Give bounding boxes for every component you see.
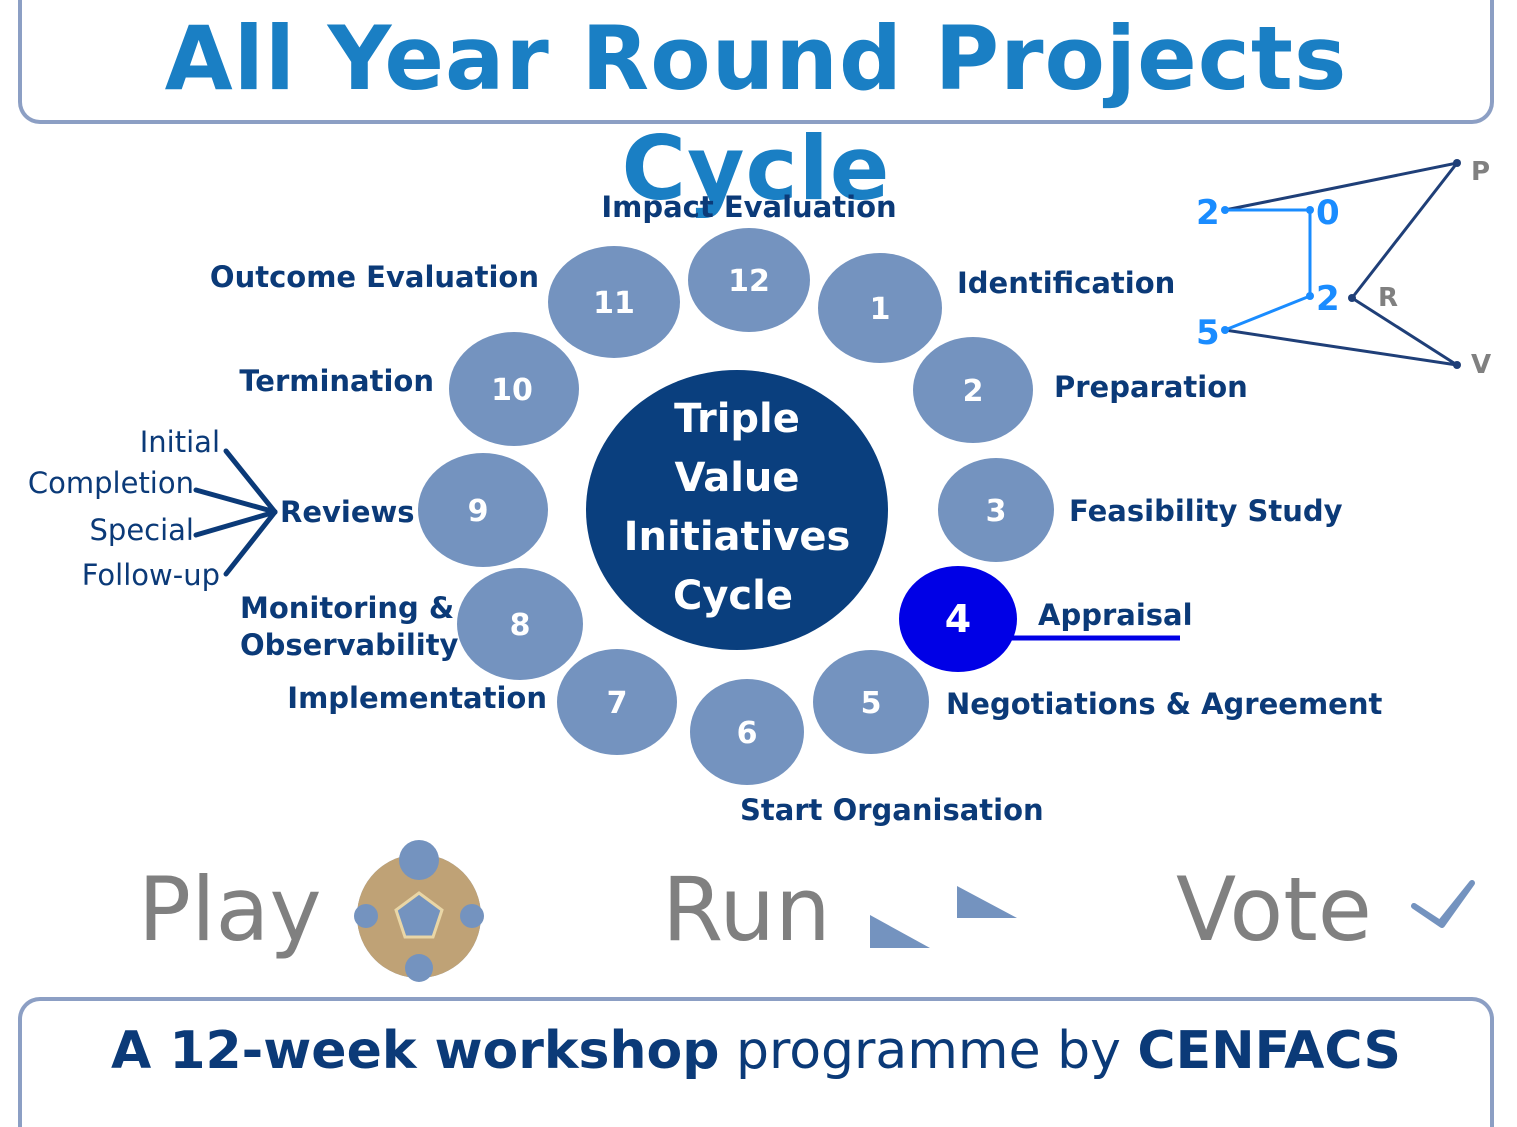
label-impact-evaluation: Impact Evaluation	[601, 190, 896, 224]
label-implementation: Implementation	[287, 681, 547, 715]
step-number: 10	[491, 373, 533, 408]
label-negotiations: Negotiations & Agreement	[946, 687, 1382, 721]
step-10[interactable]: 10	[449, 332, 579, 446]
label-preparation: Preparation	[1054, 370, 1248, 404]
label-outcome-evaluation: Outcome Evaluation	[210, 260, 539, 294]
label-reviews: Reviews	[280, 495, 415, 529]
step-8[interactable]: 8	[457, 568, 583, 680]
step-4[interactable]: 4	[899, 566, 1180, 672]
step-5[interactable]: 5	[813, 650, 929, 754]
step-number: 6	[737, 716, 758, 751]
step-number: 4	[945, 597, 971, 641]
logo-letter-p: P	[1471, 157, 1490, 187]
step-3[interactable]: 3	[938, 458, 1054, 562]
review-type-completion: Completion	[28, 466, 194, 500]
logo-digit-2: 0	[1316, 193, 1340, 233]
play-word: Play	[138, 858, 322, 961]
step-number: 12	[728, 264, 770, 299]
logo-digit-4: 5	[1196, 313, 1220, 353]
label-appraisal: Appraisal	[1038, 598, 1193, 632]
step-1[interactable]: 1	[818, 253, 942, 363]
step-number: 11	[593, 286, 635, 321]
run-triangle-icon-2	[957, 886, 1017, 918]
step-number: 3	[986, 494, 1007, 529]
center-circle: Triple Value Initiatives Cycle	[586, 370, 888, 650]
step-number: 5	[861, 686, 882, 721]
center-line-4: Cycle	[673, 573, 793, 619]
step-number: 7	[607, 686, 628, 721]
footer-frame	[18, 997, 1494, 1127]
vote-word: Vote	[1176, 858, 1372, 961]
reviews-branches	[193, 448, 278, 577]
step-number: 2	[963, 374, 984, 409]
step-7[interactable]: 7	[557, 649, 677, 755]
step-number: 9	[468, 494, 489, 529]
label-termination: Termination	[239, 364, 434, 398]
footer-text: A 12-week workshop programme by CENFACS	[18, 1016, 1494, 1086]
step-6[interactable]: 6	[690, 679, 804, 785]
footer-part-3: CENFACS	[1137, 1021, 1402, 1081]
center-line-2: Value	[674, 455, 799, 501]
step-2[interactable]: 2	[913, 337, 1033, 443]
run-word: Run	[662, 858, 831, 961]
center-line-3: Initiatives	[624, 514, 851, 560]
logo-letter-r: R	[1378, 283, 1398, 313]
review-type-special: Special	[90, 513, 195, 547]
logo-letter-v: V	[1471, 350, 1491, 380]
label-monitoring-line-1: Monitoring &	[240, 591, 454, 625]
label-start-organisation: Start Organisation	[740, 793, 1044, 827]
step-number: 8	[510, 608, 531, 643]
page-title: All Year Round Projects Cycle	[164, 7, 1348, 220]
review-type-follow-up: Follow-up	[82, 558, 220, 592]
footer-part-2: programme by	[719, 1021, 1138, 1081]
logo-digit-1: 2	[1196, 193, 1220, 233]
play-ring-icon	[354, 840, 484, 982]
footer-part-1: A 12-week workshop	[110, 1021, 720, 1081]
review-type-initial: Initial	[140, 425, 220, 459]
title-frame	[18, 0, 1494, 124]
label-feasibility-study: Feasibility Study	[1069, 494, 1343, 528]
run-triangle-icon-1	[870, 915, 930, 948]
logo-digit-3: 2	[1316, 279, 1340, 319]
step-9[interactable]: 9	[418, 453, 548, 567]
vote-check-icon	[1411, 880, 1475, 928]
step-11[interactable]: 11	[548, 246, 680, 358]
step-12[interactable]: 12	[688, 228, 810, 332]
label-identification: Identification	[957, 266, 1175, 300]
center-line-1: Triple	[674, 396, 800, 442]
prv-2025-logo: 2 0 2 5 P R V	[1196, 157, 1491, 380]
step-number: 1	[870, 292, 891, 327]
label-monitoring-line-2: Observability	[240, 628, 459, 662]
